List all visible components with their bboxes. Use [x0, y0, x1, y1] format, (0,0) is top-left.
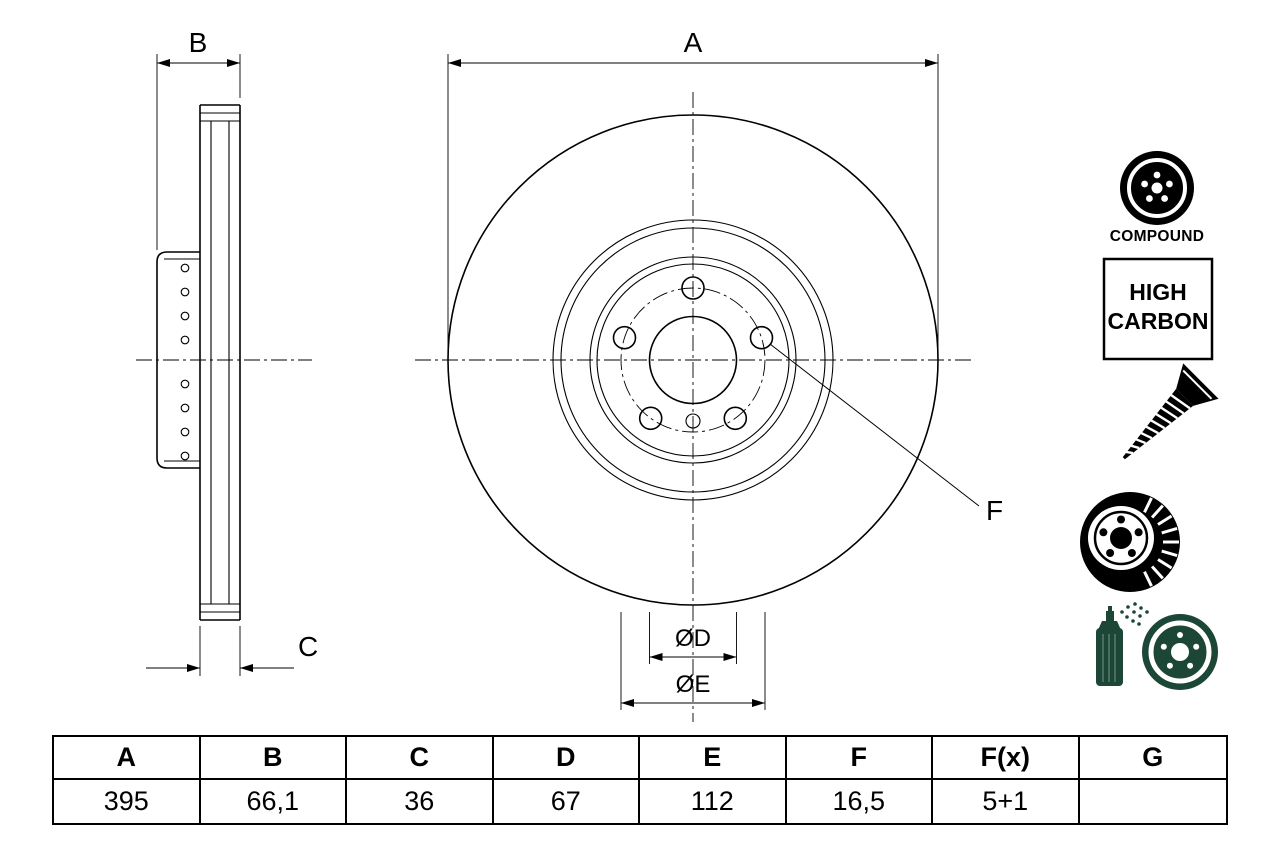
locating-pin-hole — [685, 413, 701, 429]
spec-value-e: 112 — [640, 780, 787, 823]
center-bore — [648, 315, 738, 405]
spec-value-c: 36 — [347, 780, 494, 823]
countersunk-screw-icon — [1122, 363, 1219, 460]
dim-c-label: C — [298, 631, 318, 662]
dim-f-label: F — [986, 495, 1003, 526]
dimension-c: C — [146, 626, 318, 676]
compound-label: COMPOUND — [1110, 228, 1205, 245]
dim-d-label: ØD — [675, 625, 711, 652]
bolt-hole — [749, 325, 774, 350]
spec-header-f: F — [786, 737, 933, 780]
dim-b-label: B — [189, 27, 208, 58]
dimension-a: A — [447, 27, 939, 352]
spec-header-d: D — [493, 737, 640, 780]
spec-header-e: E — [640, 737, 787, 780]
spec-value-a: 395 — [54, 780, 201, 823]
spec-header-g: G — [1079, 737, 1226, 780]
spray-coating-icon — [1096, 602, 1218, 690]
bolt-circle — [620, 287, 766, 433]
dimension-e: ØE — [620, 612, 766, 710]
spec-value-fx: 5+1 — [933, 780, 1080, 823]
front-view — [415, 92, 972, 722]
high-carbon-line2: CARBON — [1108, 308, 1209, 334]
spec-value-d: 67 — [494, 780, 640, 823]
spec-header-c: C — [347, 737, 494, 780]
bolt-hole — [638, 406, 663, 431]
bolt-hole — [681, 276, 705, 300]
high-carbon-badge: HIGH CARBON — [1102, 257, 1214, 361]
dimension-d: ØD — [649, 612, 737, 664]
disc-outer-edge — [447, 114, 939, 606]
dim-a-label: A — [684, 27, 703, 58]
side-view — [136, 104, 312, 621]
dimension-b: B — [156, 27, 241, 250]
compound-disc-icon — [1120, 151, 1194, 225]
bolt-hole — [612, 325, 637, 350]
spec-value-b: 66,1 — [201, 780, 347, 823]
vented-disc-icon — [1080, 492, 1180, 592]
spec-value-f: 16,5 — [787, 780, 933, 823]
spec-header-a: A — [54, 737, 201, 780]
spec-header-b: B — [200, 737, 347, 780]
bolt-hole — [723, 406, 748, 431]
spec-header-fx: F(x) — [933, 737, 1080, 780]
dimension-f: F — [769, 343, 1003, 526]
spec-value-g — [1080, 780, 1227, 823]
dim-e-label: ØE — [676, 671, 711, 698]
spec-table: A B C D E F F(x) G 395 66,1 36 67 112 16… — [52, 735, 1228, 825]
high-carbon-line1: HIGH — [1129, 279, 1187, 305]
